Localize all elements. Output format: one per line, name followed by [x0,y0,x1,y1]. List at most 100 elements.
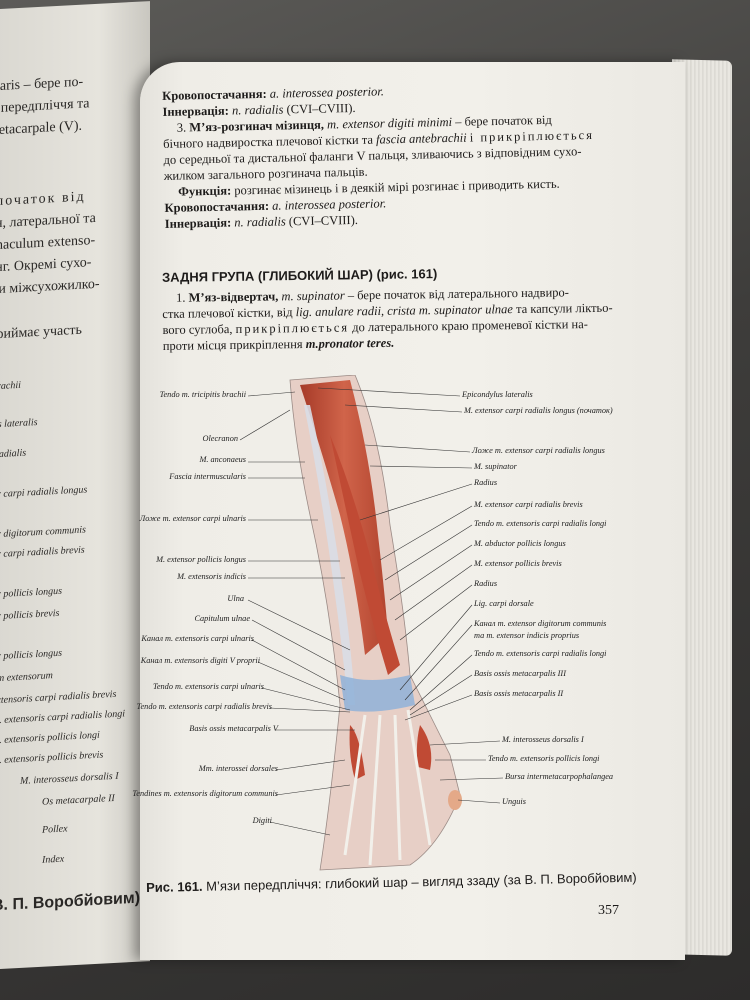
left-label: or pollicis longus [0,585,63,601]
label: Функція: [178,183,232,199]
left-label: or carpi radialis brevis [0,544,85,561]
label-epb: M. extensor pollicis brevis [474,559,562,568]
finger-tendon [368,714,382,866]
left-label: m. extensoris pollicis longi [0,729,100,747]
muscle-belly [330,435,400,675]
label-canal-edc-cont: та m. extensor indicis proprius [474,631,580,640]
label-olecranon: Olecranon [202,434,239,443]
text: та капсули ліктьо- [515,300,613,317]
label-supinator: M. supinator [474,462,517,471]
left-label: oradialis [0,447,27,461]
value: n. radialis [231,102,284,118]
label-canal-edm: Канал m. extensoris digiti V proprii [140,656,260,665]
label-canal-ecu: Канал m. extensoris carpi ulnaris [141,634,254,643]
label-basis-mc5: Basis ossis metacarpalis V [189,724,278,733]
left-text-line: ими міжсухожилко- [0,276,100,298]
left-label: Pollex [42,823,68,836]
left-text-line: ції передпліччя та [0,96,90,117]
label-tendo-ecrl-2: Tendo m. extensoris carpi radialis longi [474,649,607,658]
ligament [340,675,415,712]
left-label: Index [42,853,65,866]
left-text-line: , приймає участь [0,322,82,343]
label-canal-edc: Канал m. extensor digitorum communis [474,619,607,628]
latin-name: fascia antebrachii [375,130,467,147]
text: прикріплюється [235,320,350,336]
finger-tendon [343,714,367,856]
left-label: lus lateralis [0,416,38,430]
text: до латерального краю променевої кістки н… [352,317,588,335]
text: і прикріплюється [469,127,595,145]
label-lig-carpi-dorsale: Lig. carpi dorsale [474,599,534,608]
left-label: m. extensoris carpi radialis longi [0,708,126,727]
label-bursa: Bursa intermetacarpophalangea [505,772,614,781]
label-radius-1: Radius [474,478,498,487]
latin-name: m. supinator [281,288,345,304]
label-unguis: Unguis [502,797,526,806]
value: a. interossea posterior. [272,196,387,213]
label-ecrb: M. extensor carpi radialis brevis [474,500,583,509]
label-apl: M. abductor pollicis longus [474,539,566,548]
left-label: m. extensoris pollicis brevis [0,749,104,767]
left-text-line: ланг. Окремі сухо- [0,255,92,276]
text: вого суглоба, [162,322,233,337]
latin-name: m. extensor digiti minimi [326,114,453,132]
left-text-line: etinaculum extenso- [0,232,96,254]
label-digiti: Digiti [252,816,272,825]
item-number: 1. [176,290,186,305]
label-ext-indicis: M. extensoris indicis [177,572,246,581]
hand-muscle [416,725,432,770]
text: – бере початок від [455,112,552,129]
left-label: or digitorum communis [0,524,86,541]
label-tendo-triceps: Tendo m. tricipitis brachii [159,390,246,399]
value-tail: (CVI–CVIII). [288,212,359,229]
label-tendo-ecu: Tendo m. extensoris carpi ulnaris [152,682,264,691]
label-capitulum-ulnae: Capitulum ulnae [194,614,250,623]
label-basis-mc3: Basis ossis metacarpalis III [474,669,566,678]
label-anconaeus: M. anconaeus [199,455,246,464]
left-label: um extensorum [0,670,53,685]
hand-muscle [349,725,365,780]
label: Кровопостачання: [162,86,267,103]
label-ecrl-origin: M. extensor carpi radialis longus (почат… [464,406,613,415]
page-text: Кровопостачання: a. interossea posterior… [162,78,625,232]
left-text-line: os metacarpale (V). [0,118,82,140]
label-basis-mc2: Basis ossis metacarpalis II [474,689,564,698]
label: Іннервація: [164,215,232,231]
label-interossei-dorsales: Mm. interossei dorsales [198,764,278,773]
left-label: extensoris carpi radialis brevis [0,688,117,707]
finger-tendon [406,709,432,846]
label-interosseus-dorsalis-1: M. interosseus dorsalis I [502,735,584,744]
label-epicondylus-lateralis: Epicondylus lateralis [462,390,533,399]
caption-label: Рис. 161. [146,878,203,895]
fingernail [448,790,462,810]
finger-tendon [393,714,402,861]
label-tendo-ecrl: Tendo m. extensoris carpi radialis longi [474,519,607,528]
left-text-line: ulnaris – бере по- [0,74,84,95]
forearm-illustration [289,375,462,871]
value: n. radialis [234,214,286,230]
left-text-line: ччя, латеральної та [0,210,96,232]
label-tendo-ecrb: Tendo m. extensoris carpi radialis brevi… [136,702,272,711]
left-label: brachii [0,379,21,393]
latin-name: m.pronator teres. [305,335,395,351]
page-number: 357 [598,903,619,918]
item-number: 3. [176,120,187,135]
label-loze-ecrl: Ложе m. extensor carpi radialis longus [472,446,605,455]
left-label: or pollicis longus [0,647,63,663]
label-radius-2: Radius [474,579,498,588]
left-caption: В. П. Воробйовим) [0,889,141,915]
paragraph-supinator: 1. М’яз-відвертач, m. supinator – бере п… [162,284,623,354]
left-label: or carpi radialis longus [0,484,88,501]
left-page: ulnaris – бере по- ції передпліччя та os… [0,1,150,970]
value-tail: (CVI–CVIII). [286,100,356,117]
label: Кровопостачання: [164,198,270,215]
label-ulna: Ulna [227,594,244,603]
left-label: or pollicis brevis [0,607,60,623]
label-tendo-epl: Tendo m. extensoris pollicis longi [488,754,600,763]
muscle-name: М’яз-розгинач мізинця, [189,117,325,135]
label-loze-ecu: Ложе m. extensor carpi ulnaris [139,514,246,523]
muscle-name: М’яз-відвертач, [188,289,279,305]
left-label: Os metacarpale II [42,792,115,808]
left-label: M. interosseus dorsalis I [20,770,119,787]
label-tendines-edc: Tendines m. extensoris digitorum communi… [132,789,278,798]
